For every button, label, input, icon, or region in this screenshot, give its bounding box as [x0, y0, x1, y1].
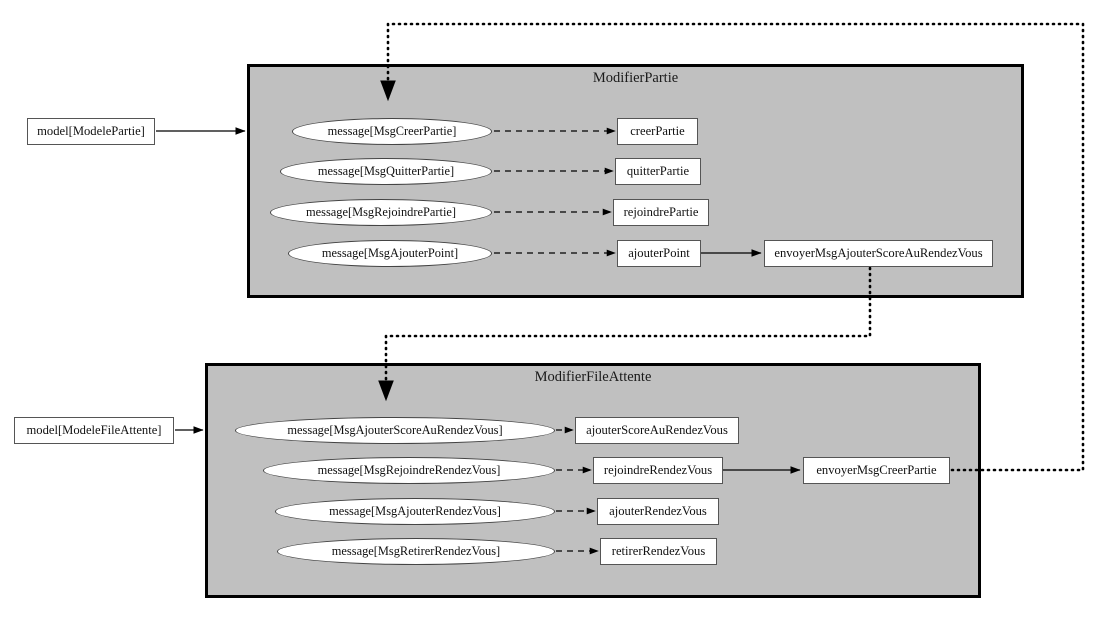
node-label: quitterPartie: [626, 164, 690, 178]
node-label: creerPartie: [630, 124, 685, 138]
node-quitter-partie[interactable]: quitterPartie: [615, 158, 701, 185]
node-msg-quitter-partie[interactable]: message[MsgQuitterPartie]: [280, 158, 492, 185]
node-rejoindre-partie[interactable]: rejoindrePartie: [613, 199, 709, 226]
node-label: ajouterScoreAuRendezVous: [586, 423, 728, 437]
node-model-partie[interactable]: model[ModelePartie]: [27, 118, 155, 145]
node-label: message[MsgAjouterRendezVous]: [329, 504, 501, 518]
node-ajouter-rendez-vous[interactable]: ajouterRendezVous: [597, 498, 719, 525]
edge-feedback-ajouter-score: [378, 266, 872, 402]
node-label: envoyerMsgAjouterScoreAuRendezVous: [774, 246, 983, 260]
node-label: rejoindreRendezVous: [603, 463, 713, 477]
node-envoyer-msg-ajouter-score-au-rendez-vous[interactable]: envoyerMsgAjouterScoreAuRendezVous: [764, 240, 993, 267]
node-model-file-attente[interactable]: model[ModeleFileAttente]: [14, 417, 174, 444]
node-label: message[MsgCreerPartie]: [327, 124, 457, 138]
edge-feedback-creer-partie: [380, 22, 1085, 472]
cluster-title-modifier-partie: ModifierPartie: [592, 70, 679, 86]
node-label: message[MsgAjouterPoint]: [321, 246, 459, 260]
node-ajouter-point[interactable]: ajouterPoint: [617, 240, 701, 267]
node-label: message[MsgRetirerRendezVous]: [331, 544, 501, 558]
node-label: message[MsgQuitterPartie]: [317, 164, 455, 178]
node-msg-ajouter-score-au-rendez-vous[interactable]: message[MsgAjouterScoreAuRendezVous]: [235, 417, 555, 444]
node-msg-rejoindre-rendez-vous[interactable]: message[MsgRejoindreRendezVous]: [263, 457, 555, 484]
node-msg-ajouter-rendez-vous[interactable]: message[MsgAjouterRendezVous]: [275, 498, 555, 525]
node-label: ajouterRendezVous: [609, 504, 707, 518]
node-label: model[ModelePartie]: [37, 124, 145, 138]
node-label: message[MsgRejoindreRendezVous]: [317, 463, 501, 477]
node-label: retirerRendezVous: [611, 544, 706, 558]
node-msg-ajouter-point[interactable]: message[MsgAjouterPoint]: [288, 240, 492, 267]
node-creer-partie[interactable]: creerPartie: [617, 118, 698, 145]
node-label: envoyerMsgCreerPartie: [816, 463, 937, 477]
node-label: ajouterPoint: [628, 246, 690, 260]
node-label: rejoindrePartie: [623, 205, 699, 219]
node-label: message[MsgAjouterScoreAuRendezVous]: [287, 423, 503, 437]
cluster-title-modifier-file-attente: ModifierFileAttente: [534, 369, 652, 385]
node-retirer-rendez-vous[interactable]: retirerRendezVous: [600, 538, 717, 565]
node-label: model[ModeleFileAttente]: [26, 423, 162, 437]
node-label: message[MsgRejoindrePartie]: [305, 205, 457, 219]
node-msg-retirer-rendez-vous[interactable]: message[MsgRetirerRendezVous]: [277, 538, 555, 565]
node-msg-creer-partie[interactable]: message[MsgCreerPartie]: [292, 118, 492, 145]
node-ajouter-score-au-rendez-vous[interactable]: ajouterScoreAuRendezVous: [575, 417, 739, 444]
node-msg-rejoindre-partie[interactable]: message[MsgRejoindrePartie]: [270, 199, 492, 226]
node-rejoindre-rendez-vous[interactable]: rejoindreRendezVous: [593, 457, 723, 484]
node-envoyer-msg-creer-partie[interactable]: envoyerMsgCreerPartie: [803, 457, 950, 484]
